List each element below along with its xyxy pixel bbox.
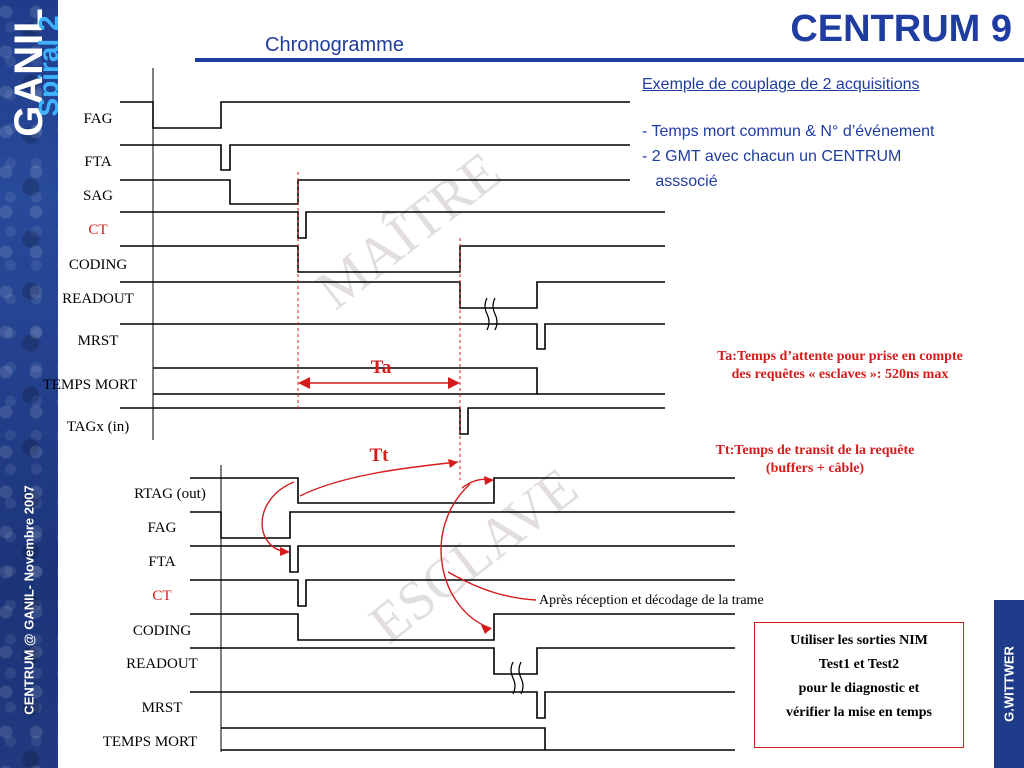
slave-signal-label: FAG <box>148 520 177 536</box>
break-mark <box>510 661 516 695</box>
slave-signal-trace <box>190 511 735 539</box>
master-signal-label: SAG <box>83 188 113 204</box>
master-signal-trace <box>120 101 630 129</box>
ta-label: Ta <box>371 357 392 378</box>
slave-signal-label: MRST <box>142 700 183 716</box>
master-signal-label: READOUT <box>62 291 134 307</box>
tt-label: Tt <box>370 445 390 466</box>
ta-annotation: Ta:Temps d’attente pour prise en compte … <box>680 348 1000 384</box>
master-signal-label: FAG <box>84 111 113 127</box>
master-signal-trace <box>120 245 665 273</box>
master-signal-label: CT <box>88 222 107 238</box>
master-signal-trace <box>120 407 665 435</box>
after-frame-label: Après réception et décodage de la trame <box>539 593 764 608</box>
frame-curve-arrow <box>447 571 537 601</box>
slave-signal-label: TEMPS MORT <box>103 734 198 750</box>
ta-annotation-line: Ta:Temps d’attente pour prise en compte <box>717 349 963 364</box>
slave-signal-trace <box>190 579 735 607</box>
fag-curve-arrow <box>261 481 295 553</box>
master-signal-trace <box>120 323 665 350</box>
slave-signal-label: CT <box>152 588 171 604</box>
tt-annotation: Tt:Temps de transit de la requête (buffe… <box>680 442 950 478</box>
slave-signal-trace <box>190 613 735 641</box>
notes-line: - 2 GMT avec chacun un CENTRUM <box>642 148 902 165</box>
break-mark <box>492 297 498 331</box>
tt-curve-arrow-head <box>448 459 458 468</box>
notes-line: - Temps mort commun & N° d’événement <box>642 123 935 140</box>
coding-curve-arrow-head <box>481 625 492 634</box>
notes-line: asssocié <box>642 173 718 190</box>
slave-signal-label: FTA <box>148 554 175 570</box>
master-signal-trace <box>153 367 538 395</box>
slide-title: CENTRUM 9 <box>790 8 1012 50</box>
slave-signal-trace <box>221 727 546 751</box>
slave-watermark: ESCLAVE <box>358 456 589 656</box>
fag-curve-arrow-head <box>280 547 290 556</box>
slave-signal-label: READOUT <box>126 656 198 672</box>
slave-signal-trace <box>190 477 735 504</box>
box-line: pour le diagnostic et <box>798 681 920 696</box>
master-signal-trace <box>120 144 630 171</box>
slave-signal-trace <box>190 647 735 675</box>
tt-annotation-line: Tt:Temps de transit de la requête <box>715 443 915 458</box>
slide-subtitle: Chronogramme <box>265 34 404 56</box>
slave-signal-trace <box>190 545 735 573</box>
notes-title: Exemple de couplage de 2 acquisitions <box>642 76 920 93</box>
break-mark <box>518 661 524 695</box>
slave-signal-label: RTAG (out) <box>134 486 206 502</box>
ta-arrow-head <box>298 377 310 389</box>
ta-annotation-line: des requêtes « esclaves »: 520ns max <box>731 367 949 382</box>
master-signal-trace <box>120 281 665 309</box>
slave-signal-trace <box>190 691 735 719</box>
slave-signal-label: CODING <box>133 623 191 639</box>
right-band: G.WITTWER <box>994 600 1024 768</box>
ta-arrow-head <box>448 377 460 389</box>
master-signal-label: CODING <box>69 257 127 273</box>
coding-curve-arrow <box>440 483 491 629</box>
master-signal-label: FTA <box>84 154 111 170</box>
master-watermark: MAÎTRE <box>305 140 512 321</box>
tt-annotation-line: (buffers + câble) <box>765 461 865 476</box>
master-signal-label: TEMPS MORT <box>43 377 138 393</box>
master-signal-trace <box>120 179 630 205</box>
title-underline <box>195 58 1024 62</box>
tt-curve-arrow-head <box>484 476 494 485</box>
box-line: Test1 et Test2 <box>818 657 900 672</box>
nim-outputs-box: Utiliser les sorties NIM Test1 et Test2 … <box>754 622 964 748</box>
band-texture <box>0 0 58 768</box>
box-line: vérifier la mise en temps <box>786 705 932 720</box>
master-signal-label: MRST <box>78 333 119 349</box>
master-signal-label: TAGx (in) <box>67 419 130 435</box>
break-mark <box>484 297 490 331</box>
box-line: Utiliser les sorties NIM <box>790 633 928 648</box>
tt-curve-arrow <box>299 461 459 497</box>
left-band: GANIL Spiral 2 CENTRUM @ GANIL- Novembre… <box>0 0 58 768</box>
master-signal-trace <box>120 211 665 239</box>
